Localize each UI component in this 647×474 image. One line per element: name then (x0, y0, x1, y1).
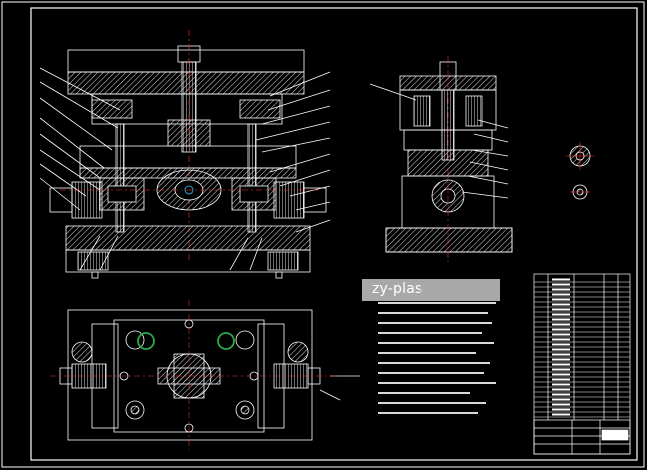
parts-row-text (552, 313, 570, 316)
parts-row-text (552, 413, 570, 416)
parts-row-text (552, 353, 570, 356)
parts-row-text (552, 323, 570, 326)
watermark-text: zy-plas (372, 281, 423, 297)
parts-row-text (552, 278, 570, 281)
parts-row-text (552, 293, 570, 296)
parts-row-text (552, 328, 570, 331)
parts-row-text (552, 333, 570, 336)
parts-row-text (552, 283, 570, 286)
blurred-text-block (455, 281, 499, 299)
highlight-hole-left (137, 332, 155, 350)
parts-row-text (552, 338, 570, 341)
parts-row-text (552, 403, 570, 406)
parts-row-text (552, 288, 570, 291)
parts-row-text (552, 308, 570, 311)
front-section-view (39, 30, 331, 279)
parts-row-text (552, 358, 570, 361)
parts-row-text (552, 303, 570, 306)
cavity-marker (184, 185, 194, 195)
parts-row-text (552, 298, 570, 301)
parts-row-text (552, 363, 570, 366)
title-block (533, 419, 631, 455)
inner-border (30, 7, 638, 461)
parts-row-text (552, 368, 570, 371)
parts-row-text (552, 383, 570, 386)
detail-views (566, 142, 594, 200)
parts-row-text (552, 398, 570, 401)
parts-row-text (552, 378, 570, 381)
parts-row-text (552, 343, 570, 346)
technical-notes (378, 302, 496, 414)
blurred-text-block (420, 281, 452, 299)
parts-row-text (552, 348, 570, 351)
parts-row-text (552, 408, 570, 411)
parts-row-text (552, 393, 570, 396)
highlight-hole-right (217, 332, 235, 350)
parts-row-text (552, 388, 570, 391)
parts-list-rows (534, 278, 630, 418)
parts-row-text (552, 318, 570, 321)
parts-row-text (552, 373, 570, 376)
